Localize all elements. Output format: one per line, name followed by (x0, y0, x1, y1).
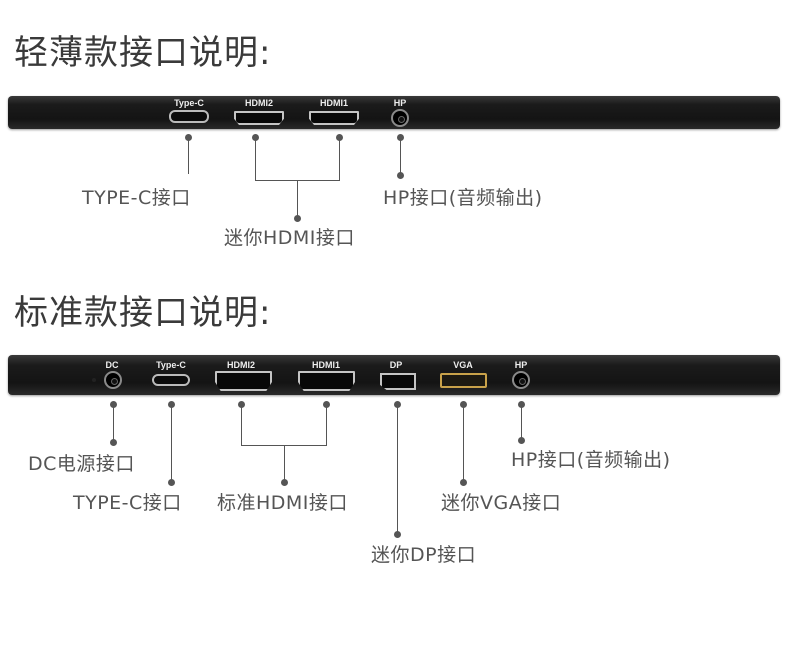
slim-hp-jack (391, 109, 409, 127)
standard-vga-line (463, 404, 464, 482)
slim-hp-caption: HP接口(音频输出) (383, 187, 543, 209)
standard-hp-end-dot (517, 436, 525, 444)
slim-hdmi1-line (339, 137, 340, 180)
standard-hp-jack (512, 371, 530, 389)
slim-heading: 轻薄款接口说明: (14, 33, 272, 73)
standard-dc-led (92, 378, 96, 382)
standard-hp-port-label: HP (514, 360, 528, 370)
standard-vga-caption: 迷你VGA接口 (441, 492, 562, 514)
slim-typec-port (169, 110, 209, 123)
standard-dc-port-label: DC (105, 360, 119, 370)
slim-hp-port-label: HP (393, 98, 407, 108)
standard-hdmi1-port (298, 371, 355, 391)
slim-hdmi2-port (234, 111, 284, 125)
slim-hp-line (400, 137, 401, 175)
standard-dp-port (380, 373, 416, 390)
slim-typec-port-label: Type-C (174, 98, 204, 108)
slim-hdmi2-line (255, 137, 256, 180)
standard-typec-end-dot (167, 478, 175, 486)
standard-dc-jack (104, 371, 122, 389)
slim-typec-line (188, 137, 189, 174)
standard-hdmi2-port (215, 371, 272, 391)
standard-typec-line (171, 404, 172, 482)
standard-dp-port-label: DP (389, 360, 403, 370)
slim-hp-end-dot (396, 171, 404, 179)
slim-hdmi2-port-label: HDMI2 (244, 98, 274, 108)
standard-hdmi2-line (241, 404, 242, 445)
standard-dc-end-dot (109, 438, 117, 446)
standard-dc-caption: DC电源接口 (28, 453, 135, 475)
standard-hp-line (521, 404, 522, 440)
slim-hdmi-stem-dot (293, 214, 301, 222)
slim-typec-caption: TYPE-C接口 (82, 187, 191, 209)
standard-dp-caption: 迷你DP接口 (371, 544, 477, 566)
standard-hdmi-stem (284, 445, 285, 482)
standard-hdmi-stem-dot (280, 478, 288, 486)
standard-typec-port (152, 374, 190, 386)
standard-vga-port (440, 373, 487, 388)
standard-dp-end-dot (393, 530, 401, 538)
standard-hdmi1-line (326, 404, 327, 445)
standard-heading: 标准款接口说明: (14, 293, 272, 333)
standard-dp-line (397, 404, 398, 534)
standard-hdmi2-port-label: HDMI2 (226, 360, 256, 370)
slim-hdmi-caption: 迷你HDMI接口 (224, 227, 355, 249)
standard-hdmi-caption: 标准HDMI接口 (217, 492, 348, 514)
slim-hdmi-stem (297, 180, 298, 218)
standard-typec-caption: TYPE-C接口 (73, 492, 182, 514)
standard-vga-port-label: VGA (453, 360, 473, 370)
standard-hp-caption: HP接口(音频输出) (511, 449, 671, 471)
slim-hdmi1-port (309, 111, 359, 125)
slim-hdmi1-port-label: HDMI1 (319, 98, 349, 108)
standard-hdmi1-port-label: HDMI1 (311, 360, 341, 370)
standard-vga-end-dot (459, 478, 467, 486)
standard-typec-port-label: Type-C (156, 360, 186, 370)
standard-dc-line (113, 404, 114, 442)
